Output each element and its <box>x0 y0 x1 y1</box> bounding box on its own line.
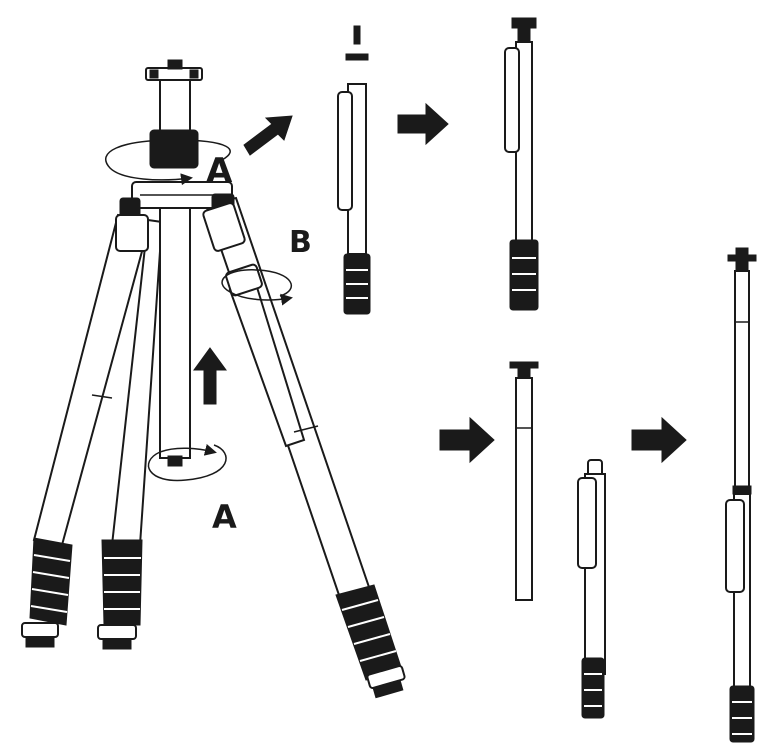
label-a-top: A <box>206 151 233 191</box>
right-arrow-icon <box>631 416 687 464</box>
tripod-leg-middle <box>97 218 164 650</box>
column-lock-collar <box>149 129 199 169</box>
right-arrow-icon <box>439 416 495 464</box>
up-arrow-icon <box>193 347 227 405</box>
label-b: B <box>289 225 312 260</box>
leg-joint-right <box>202 202 246 252</box>
tripod-leg-left <box>21 213 152 648</box>
leg-piece <box>577 459 606 719</box>
rotate-arrow-icon <box>147 443 227 482</box>
center-column-piece <box>509 361 539 601</box>
rotate-arrow-icon <box>104 139 231 186</box>
rotate-arrow-icon <box>221 269 293 306</box>
tripod-head-plate <box>145 59 203 81</box>
monopod-step-2 <box>504 17 539 311</box>
right-arrow-icon <box>243 115 293 156</box>
label-a-bottom: A <box>212 498 237 536</box>
monopod-step-1 <box>337 25 371 315</box>
assembled-monopod <box>725 247 757 743</box>
right-arrow-icon <box>397 102 449 146</box>
leg-joint-left <box>115 214 149 252</box>
